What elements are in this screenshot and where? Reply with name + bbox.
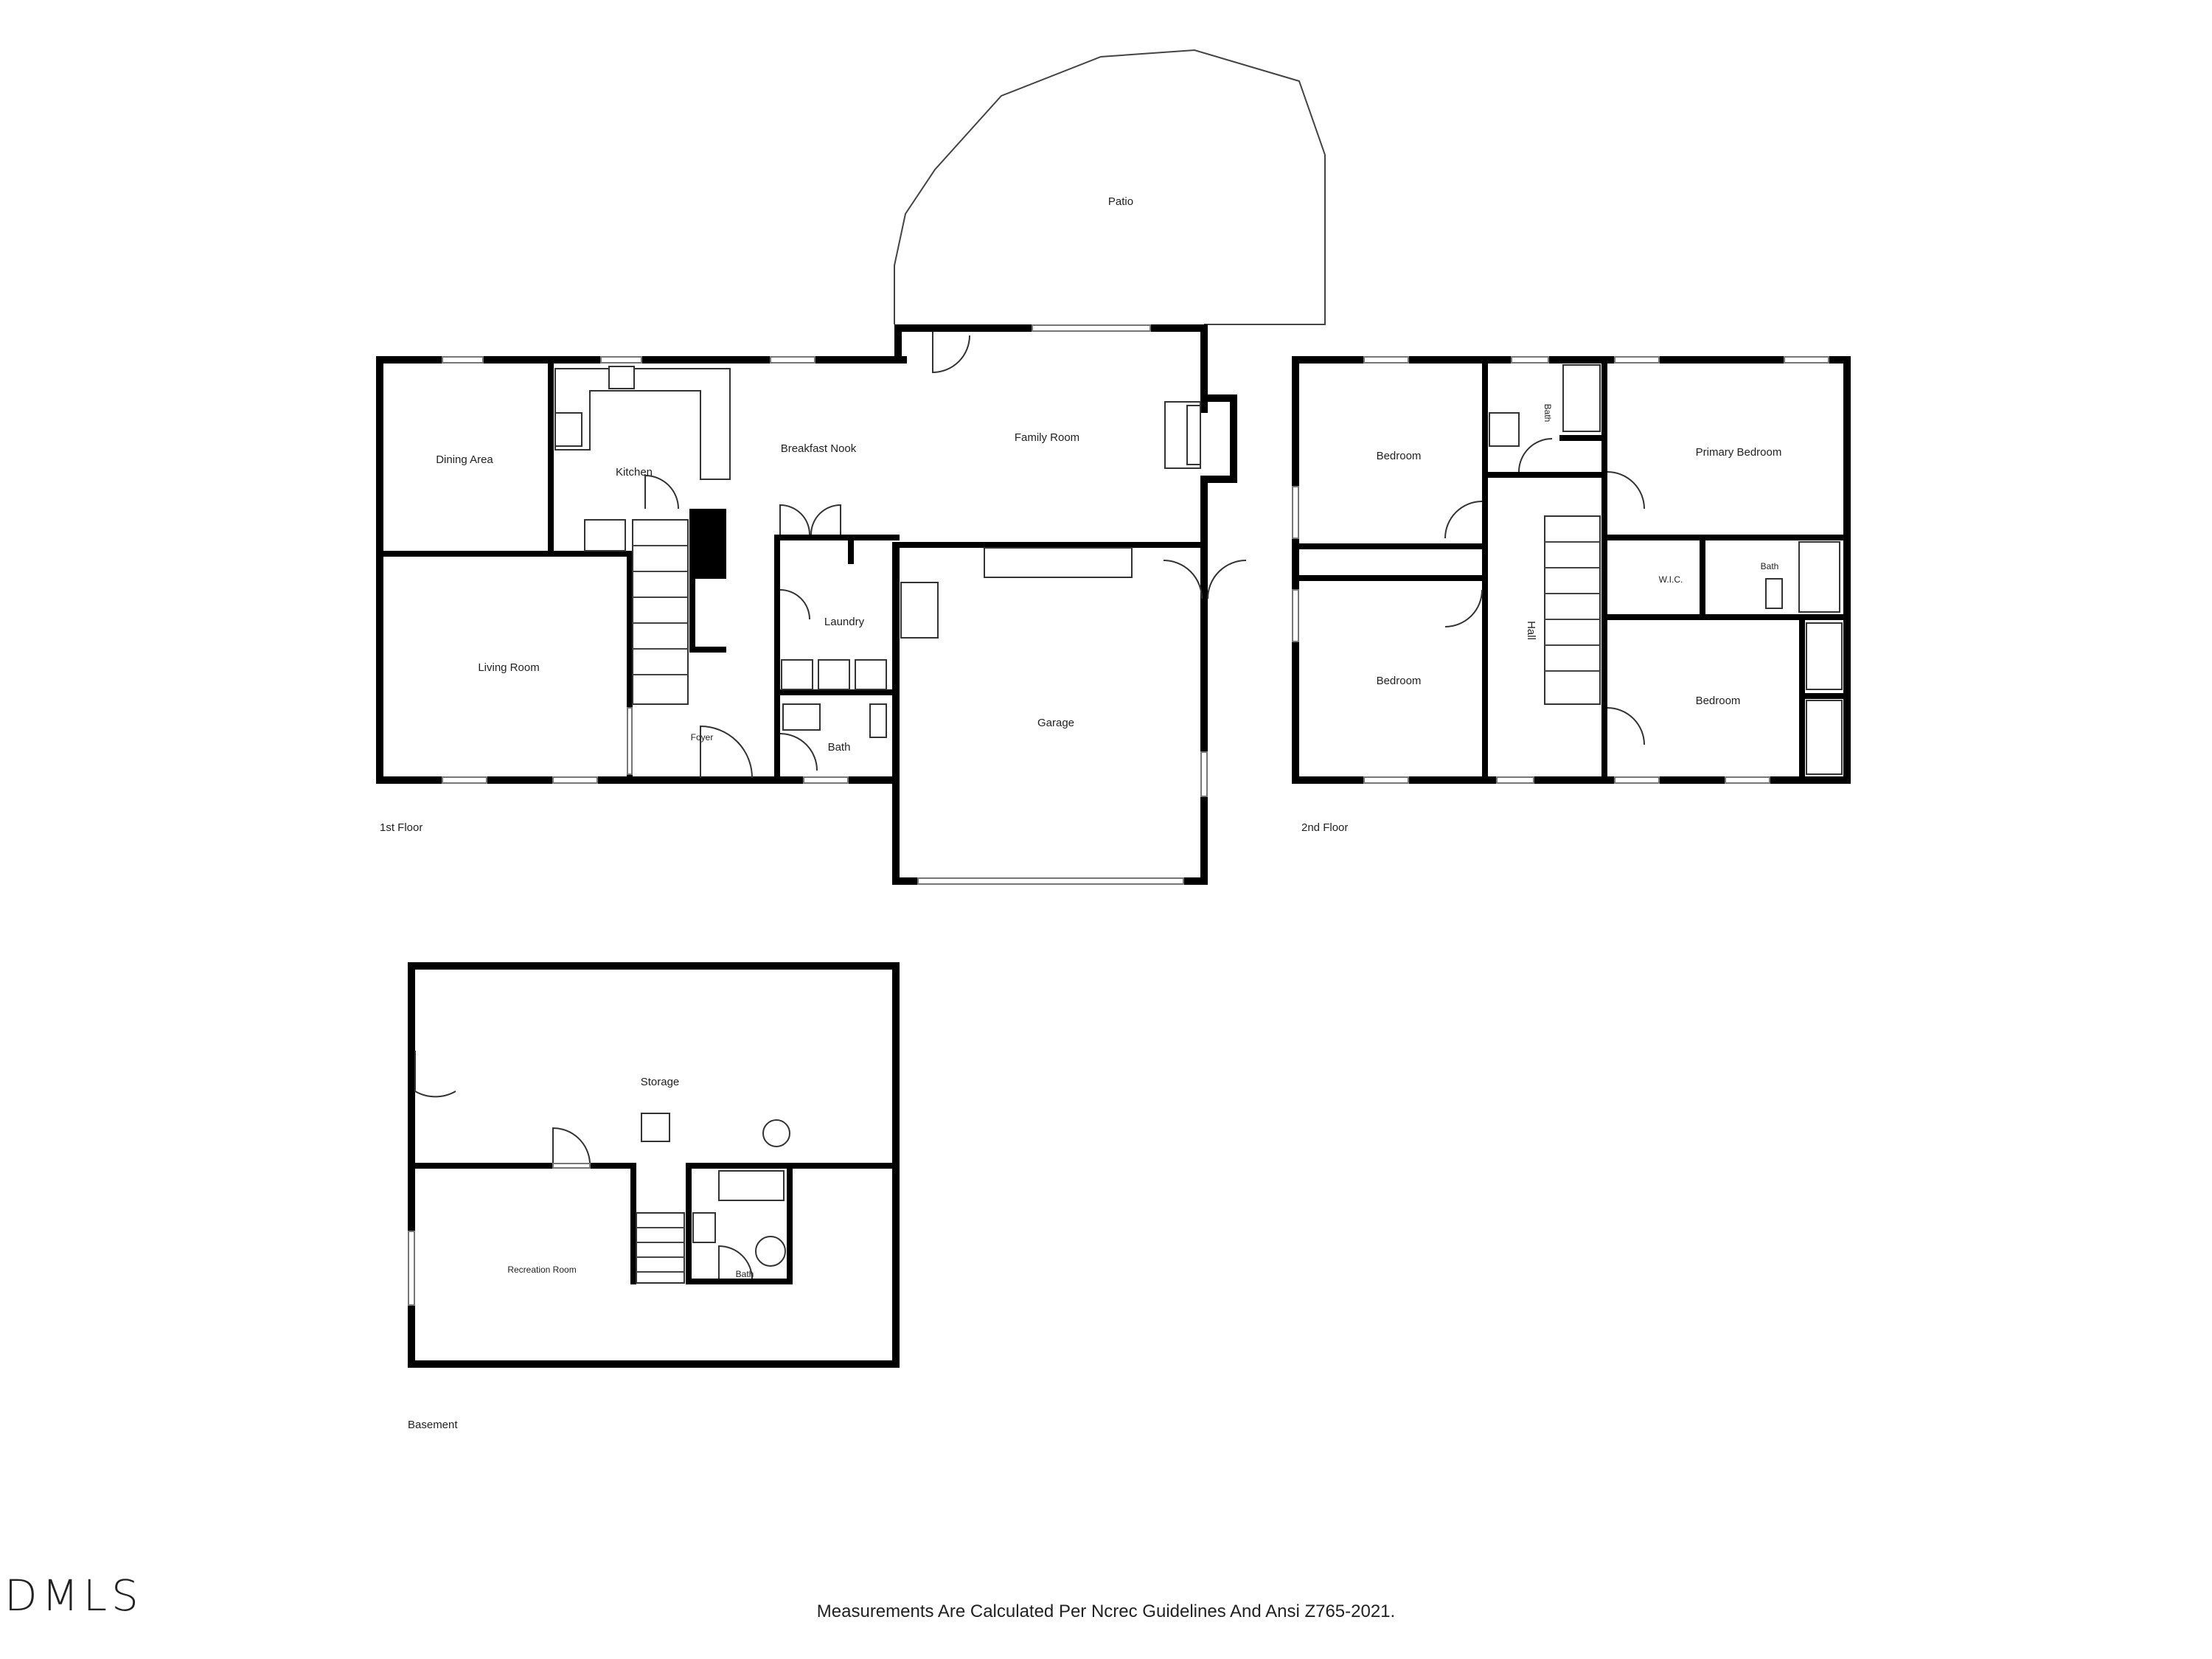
- basement: [408, 962, 900, 1368]
- label-first-floor: 1st Floor: [380, 821, 422, 834]
- stairs-first-floor: [632, 519, 689, 705]
- label-bedroom-northwest: Bedroom: [1377, 450, 1422, 462]
- second-floor: [1292, 356, 1851, 784]
- label-bath-second-floor: Bath: [1543, 404, 1553, 422]
- measurement-note: Measurements Are Calculated Per Ncrec Gu…: [816, 1601, 1396, 1621]
- label-patio: Patio: [1108, 195, 1133, 208]
- label-bedroom-southeast: Bedroom: [1696, 695, 1741, 707]
- label-bedroom-southwest: Bedroom: [1377, 675, 1422, 687]
- label-bath-basement: Bath: [736, 1269, 754, 1279]
- first-floor: [376, 324, 1247, 885]
- label-living-room: Living Room: [478, 661, 539, 674]
- label-storage: Storage: [641, 1076, 680, 1088]
- label-second-floor: 2nd Floor: [1301, 821, 1348, 834]
- label-family-room: Family Room: [1015, 431, 1079, 444]
- label-basement: Basement: [408, 1419, 458, 1431]
- label-primary-bath: Bath: [1761, 561, 1779, 571]
- label-dining-area: Dining Area: [436, 453, 493, 466]
- label-recreation-room: Recreation Room: [507, 1265, 576, 1275]
- stairs-second-floor: [1544, 515, 1601, 705]
- label-primary-bedroom: Primary Bedroom: [1696, 446, 1782, 459]
- label-kitchen: Kitchen: [616, 466, 653, 479]
- label-garage: Garage: [1037, 717, 1074, 729]
- label-bath-first-floor: Bath: [828, 741, 851, 754]
- label-foyer: Foyer: [691, 732, 714, 742]
- label-laundry: Laundry: [824, 616, 865, 628]
- label-breakfast-nook: Breakfast Nook: [781, 442, 857, 455]
- stairs-basement: [636, 1212, 685, 1284]
- mls-logo: DMLS: [4, 1571, 143, 1621]
- patio-area: [894, 49, 1326, 325]
- label-walk-in-closet: W.I.C.: [1659, 574, 1683, 585]
- label-hall: Hall: [1525, 621, 1537, 640]
